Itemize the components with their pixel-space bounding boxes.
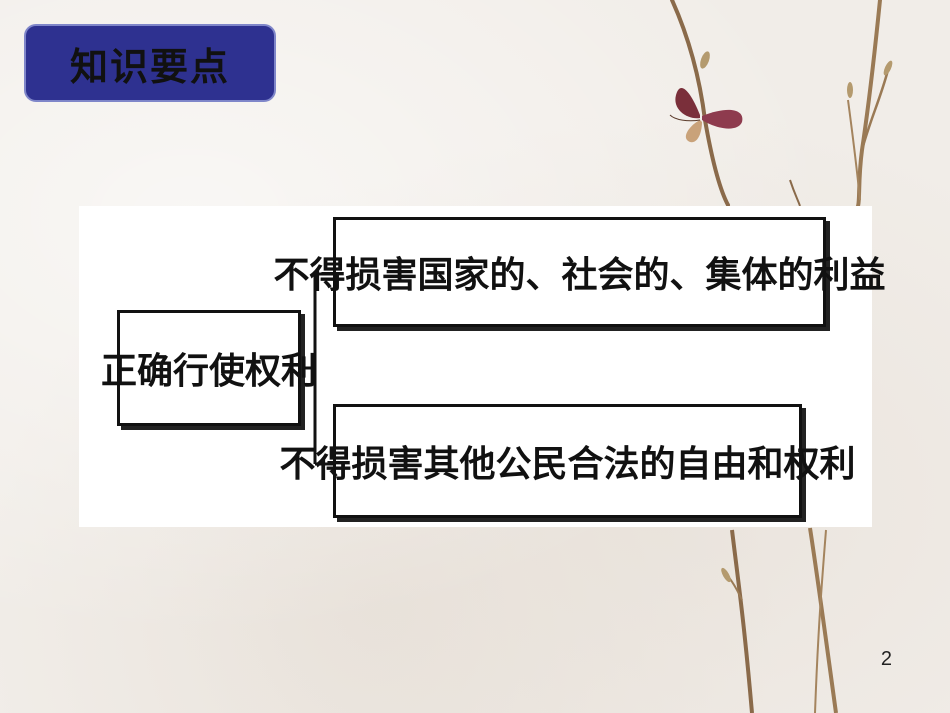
branch-node-1: 不得损害国家的、社会的、集体的利益 [274, 217, 886, 327]
branch-node-1-label: 不得损害国家的、社会的、集体的利益 [273, 254, 886, 296]
slide-title: 知识要点 [69, 44, 230, 89]
bracket-connector [301, 272, 333, 466]
slide-title-box: 知识要点 [24, 24, 276, 102]
branch-node-2-label: 不得损害其他公民合法的自由和权利 [279, 443, 856, 485]
root-node-label: 正确行使权利 [101, 350, 318, 392]
concept-diagram: 正确行使权利 不得损害国家的、社会的、集体的利益 不得损害其他公民合法的自由和权… [79, 206, 886, 527]
page-number: 2 [880, 648, 892, 670]
branch-node-2: 不得损害其他公民合法的自由和权利 [280, 404, 856, 518]
root-node: 正确行使权利 [101, 310, 317, 426]
